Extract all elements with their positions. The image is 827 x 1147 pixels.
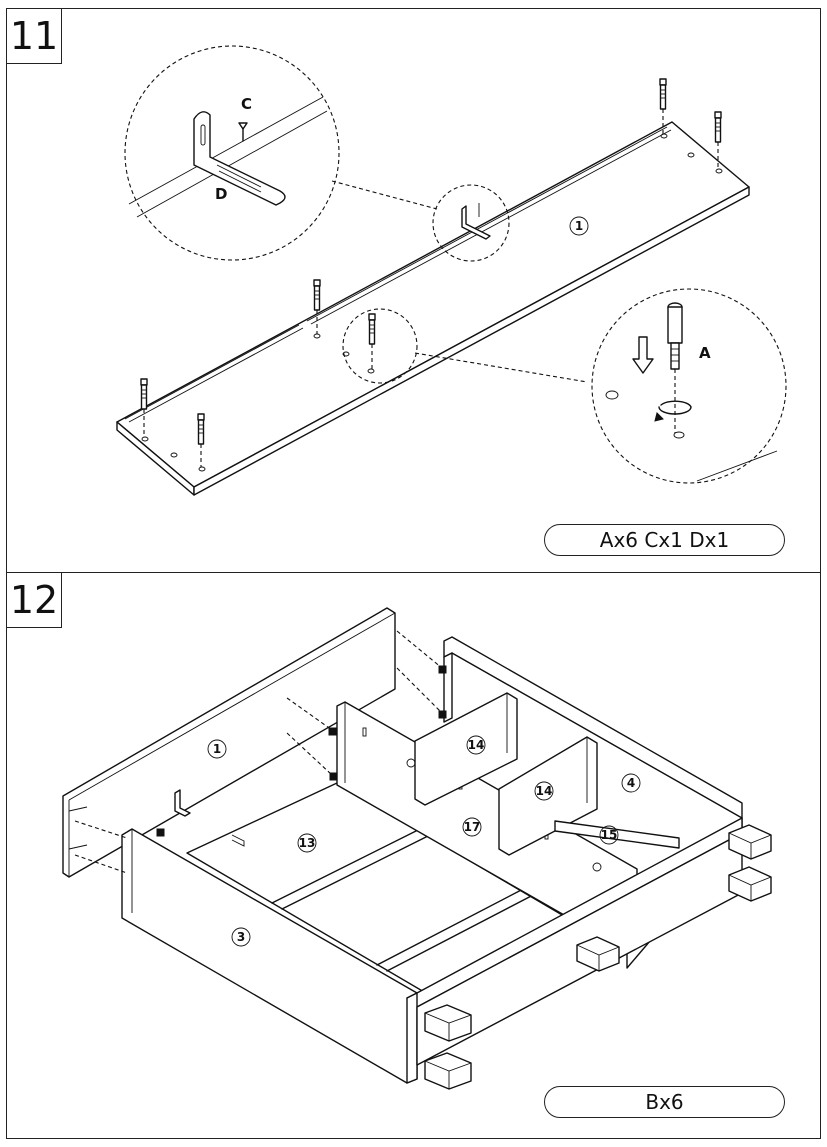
panel-label-bottom: 13 xyxy=(297,833,317,853)
svg-text:14: 14 xyxy=(536,784,553,798)
svg-text:13: 13 xyxy=(299,836,316,850)
detail-bracket-drawing: C D xyxy=(128,95,328,218)
detail-circle-bolt xyxy=(591,288,787,484)
svg-text:1: 1 xyxy=(575,219,583,233)
cam-bolt-label: A xyxy=(699,344,711,362)
small-panel xyxy=(554,820,680,849)
corner-bracket xyxy=(174,789,191,817)
bracket-on-board xyxy=(461,203,491,240)
step-11-panel: 11 xyxy=(6,8,821,573)
panel-label-side: 4 xyxy=(621,773,641,793)
panel-label-back: 1 xyxy=(207,739,227,759)
cam-fittings xyxy=(68,630,447,874)
svg-text:1: 1 xyxy=(213,742,221,756)
parts-list: Ax6 Cx1 Dx1 xyxy=(544,524,785,556)
svg-text:3: 3 xyxy=(237,930,245,944)
shelf-lower xyxy=(498,736,598,856)
step-number: 11 xyxy=(7,9,62,64)
svg-text:14: 14 xyxy=(468,738,485,752)
step-number: 12 xyxy=(7,573,62,628)
step-11-illustration: C D A 1 xyxy=(116,45,787,496)
parts-list: Bx6 xyxy=(544,1086,785,1118)
screw-label: C xyxy=(241,95,252,113)
panel-label-shelf-lower: 14 xyxy=(534,781,554,801)
panel-label-small: 15 xyxy=(599,825,619,845)
panel-label-divider: 17 xyxy=(462,817,482,837)
panel-label-shelf-upper: 14 xyxy=(466,735,486,755)
detail-circle-bracket xyxy=(124,45,340,261)
detail-focus-bracket xyxy=(432,184,510,262)
feet xyxy=(424,824,772,1090)
panel-label-front: 3 xyxy=(231,927,251,947)
svg-text:17: 17 xyxy=(464,820,481,834)
cam-bolts xyxy=(140,78,722,467)
panel-label-1: 1 xyxy=(569,216,589,236)
svg-text:15: 15 xyxy=(601,828,618,842)
svg-text:4: 4 xyxy=(627,776,635,790)
bracket-label: D xyxy=(215,185,227,203)
detail-cam-bolt-drawing: A xyxy=(605,302,778,482)
step-12-illustration: 1 13 3 17 14 14 4 15 xyxy=(62,607,772,1090)
board-panel xyxy=(116,121,750,496)
step-12-panel: 12 xyxy=(6,572,821,1139)
detail-focus-bolt xyxy=(342,308,418,384)
shelf-upper xyxy=(414,692,518,806)
back-board xyxy=(62,607,396,878)
